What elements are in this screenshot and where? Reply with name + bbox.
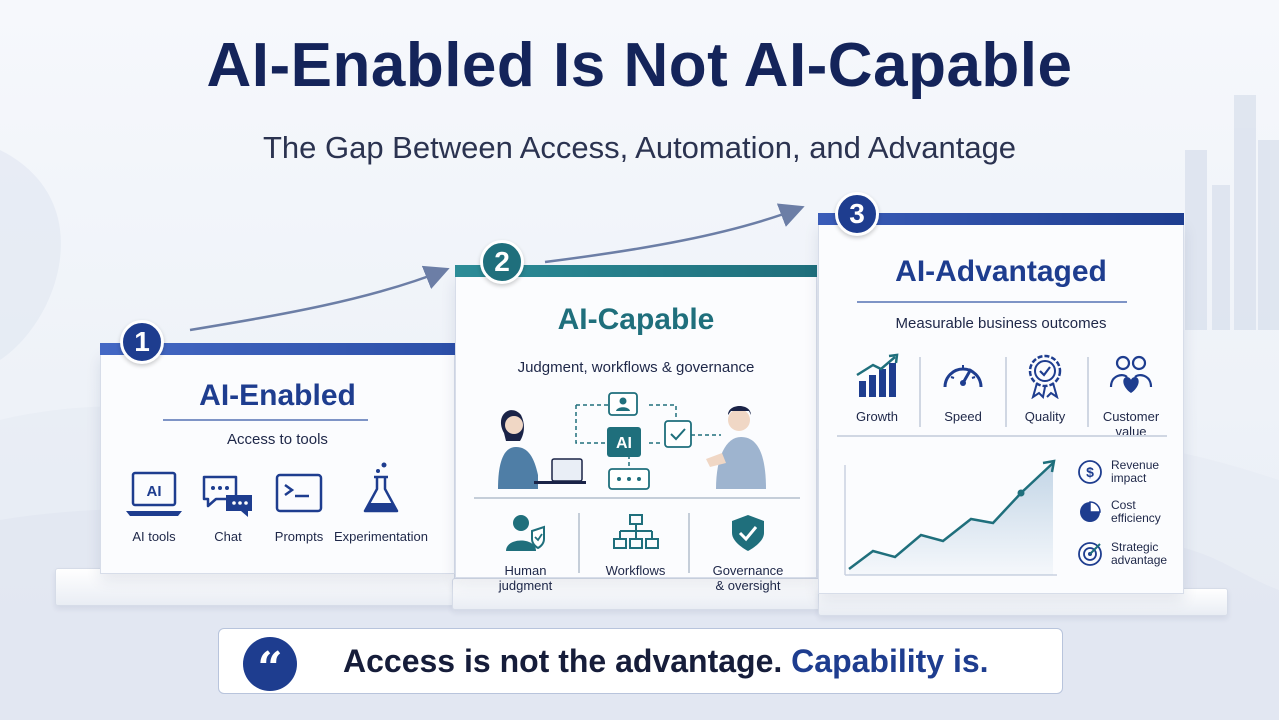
prompts-item: Prompts	[264, 471, 334, 544]
workflow-icon	[612, 514, 659, 549]
human-judgment-item: Human judgment	[478, 513, 573, 593]
chat-label: Chat	[214, 529, 242, 544]
revenue-label-2: impact	[1111, 471, 1147, 485]
stage-1-rule	[163, 419, 368, 421]
stage-2-topbar	[455, 265, 817, 277]
stage-2-badge: 2	[480, 240, 524, 284]
stage-1-badge: 1	[120, 320, 164, 364]
target-icon	[1078, 542, 1102, 566]
terminal-prompt-icon	[275, 473, 323, 513]
person-shield-icon	[505, 515, 545, 551]
stage-3-separator-3	[1087, 357, 1089, 427]
man-presenting-icon	[706, 406, 766, 489]
prompts-label: Prompts	[274, 529, 324, 544]
stage-2-title: AI-Capable	[557, 303, 715, 336]
governance-label-1: Governance	[712, 563, 784, 578]
ai-node-label: AI	[616, 435, 632, 452]
stage-2-separator-2	[688, 513, 690, 573]
chat-item: Chat	[193, 471, 263, 544]
governance-item: Governance & oversight	[694, 513, 802, 593]
ai-tools-item: AI AI tools	[119, 471, 189, 544]
stage-2-card: AI-Capable Judgment, workflows & governa…	[455, 265, 817, 593]
svg-text:$: $	[1086, 464, 1094, 480]
chat-bubbles-icon	[202, 475, 252, 517]
stage-3-separator-1	[919, 357, 921, 427]
quote-main: Access is not the advantage.	[343, 643, 783, 679]
workflows-label: Workflows	[605, 563, 666, 578]
stage-3-topbar	[818, 213, 1184, 225]
human-judgment-label-1: Human	[504, 563, 547, 578]
growth-label: Growth	[856, 409, 898, 424]
customer-value-label-1: Customer	[1102, 409, 1160, 424]
strategic-label-1: Strategic	[1111, 540, 1159, 554]
human-judgment-label-2: judgment	[498, 578, 553, 593]
stage-1-card: AI-Enabled Access to tools AI AI tools C…	[100, 343, 455, 574]
quality-badge-icon	[1028, 354, 1062, 399]
speed-label: Speed	[944, 409, 982, 424]
stage-2-separator-1	[578, 513, 580, 573]
quote-text: Access is not the advantage. Capability …	[343, 643, 989, 680]
stage-3-divider	[837, 435, 1167, 437]
pie-icon	[1080, 501, 1101, 522]
quote-highlight: Capability is.	[791, 643, 989, 679]
growth-chart-icon	[856, 353, 899, 397]
strategic-label-2: advantage	[1111, 553, 1168, 567]
shield-check-icon	[732, 515, 764, 551]
quality-item: Quality	[1007, 353, 1083, 424]
growth-item: Growth	[839, 353, 915, 424]
dollar-icon: $	[1078, 460, 1102, 484]
arrow-1-to-2	[189, 265, 450, 332]
stage-3-separator-2	[1005, 357, 1007, 427]
flask-icon	[363, 462, 399, 513]
growth-line-illustration	[844, 459, 1057, 576]
stage-1-description: Access to tools	[227, 431, 328, 448]
customer-value-label-2: value	[1115, 424, 1147, 439]
speed-item: Speed	[925, 353, 1001, 424]
collaboration-illustration: AI	[498, 392, 766, 490]
stage-3-description: Measurable business outcomes	[895, 315, 1107, 332]
cost-label-1: Cost	[1111, 498, 1136, 512]
page-title: AI-Enabled Is Not AI-Capable	[206, 31, 1073, 100]
speedometer-icon	[943, 365, 983, 388]
svg-text:AI: AI	[147, 483, 162, 500]
stage-3-card: AI-Advantaged Measurable business outcom…	[818, 213, 1184, 594]
check-node-icon	[664, 420, 692, 448]
stage-3-rule	[857, 301, 1127, 303]
experimentation-label: Experimentation	[334, 529, 428, 544]
page-subtitle: The Gap Between Access, Automation, and …	[262, 130, 1017, 165]
governance-label-2: & oversight	[715, 578, 781, 593]
ai-node	[607, 427, 641, 457]
ai-tools-label: AI tools	[132, 529, 176, 544]
customer-heart-icon	[1109, 355, 1153, 393]
experimentation-item: Experimentation	[331, 461, 431, 544]
quality-label: Quality	[1024, 409, 1066, 424]
woman-with-laptop-icon	[498, 410, 586, 489]
stage-1-topbar	[100, 343, 455, 355]
cost-label-2: efficiency	[1111, 511, 1161, 525]
arrow-2-to-3	[544, 203, 805, 264]
revenue-label-1: Revenue	[1111, 458, 1160, 472]
workflows-item: Workflows	[588, 513, 683, 578]
stage-1-title: AI-Enabled	[199, 379, 356, 412]
quote-mark-icon: “	[243, 637, 297, 694]
laptop-ai-icon: AI	[126, 471, 182, 516]
stage-2-platform	[452, 578, 822, 610]
customer-value-item: Customer value	[1091, 353, 1171, 439]
stage-3-badge: 3	[835, 192, 879, 236]
stage-2-divider	[474, 497, 800, 499]
stage-3-title: AI-Advantaged	[895, 255, 1107, 288]
stage-2-description: Judgment, workflows & governance	[517, 359, 755, 376]
quote-banner: “ Access is not the advantage. Capabilit…	[218, 628, 1063, 694]
